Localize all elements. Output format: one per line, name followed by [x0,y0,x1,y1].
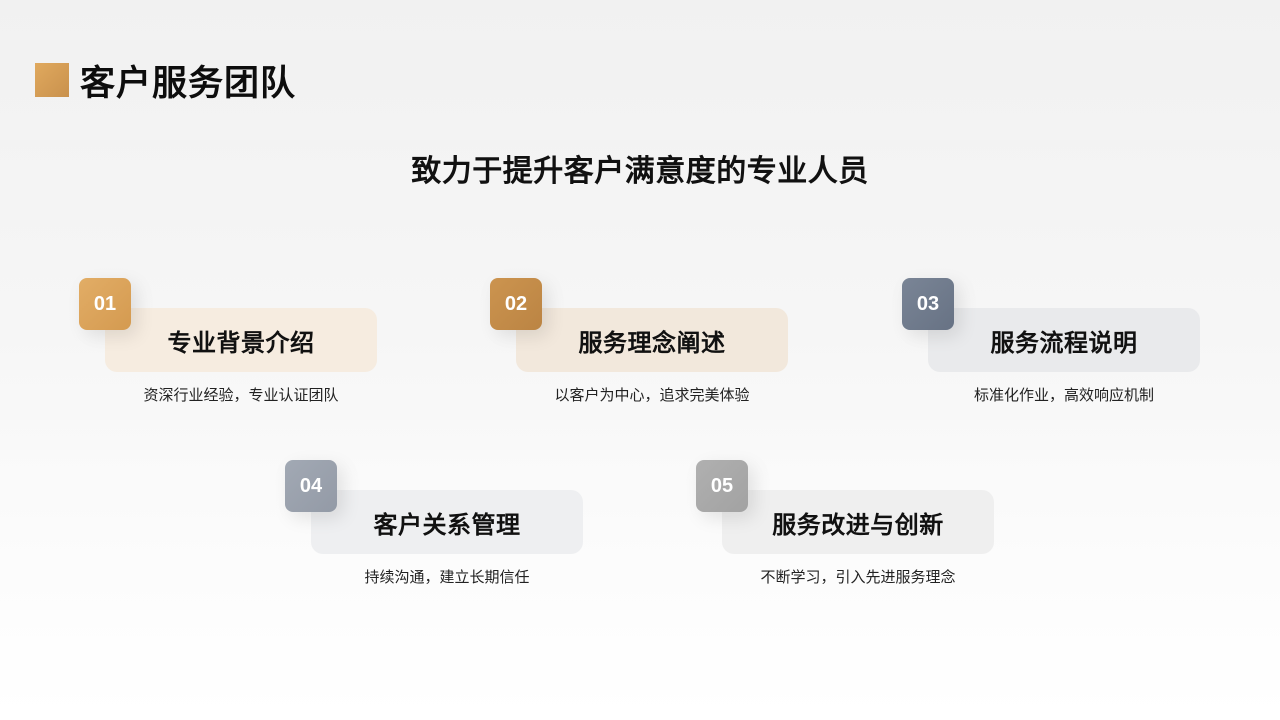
card-title: 服务流程说明 [990,329,1138,357]
card-service-innovation: 服务改进与创新 05 不断学习，引入先进服务理念 [696,460,996,590]
card-description: 标准化作业，高效响应机制 [973,387,1154,404]
number-badge: 01 [79,278,131,330]
number-badge: 05 [696,460,748,512]
card-service-process: 服务流程说明 03 标准化作业，高效响应机制 [902,278,1202,408]
card-panel: 服务流程说明 [928,308,1200,372]
card-panel: 客户关系管理 [311,490,583,554]
slide-title: 客户服务团队 [80,63,297,103]
card-panel: 专业背景介绍 [105,308,377,372]
number-badge: 02 [490,278,542,330]
number-badge: 03 [902,278,954,330]
card-description: 资深行业经验，专业认证团队 [143,387,339,404]
card-service-philosophy: 服务理念阐述 02 以客户为中心，追求完美体验 [490,278,790,408]
card-description: 以客户为中心，追求完美体验 [554,387,750,404]
slide-subtitle: 致力于提升客户满意度的专业人员 [411,155,869,188]
card-title: 服务理念阐述 [578,329,726,357]
card-title: 专业背景介绍 [167,329,315,357]
card-customer-relationship: 客户关系管理 04 持续沟通，建立长期信任 [285,460,585,590]
card-description: 不断学习，引入先进服务理念 [760,569,956,586]
card-title: 客户关系管理 [373,511,521,539]
title-square-icon [35,63,69,97]
card-panel: 服务理念阐述 [516,308,788,372]
slide-header: 客户服务团队 [35,58,296,103]
card-title: 服务改进与创新 [772,511,944,539]
card-panel: 服务改进与创新 [722,490,994,554]
number-badge: 04 [285,460,337,512]
card-description: 持续沟通，建立长期信任 [364,569,530,586]
card-professional-background: 专业背景介绍 01 资深行业经验，专业认证团队 [79,278,379,408]
